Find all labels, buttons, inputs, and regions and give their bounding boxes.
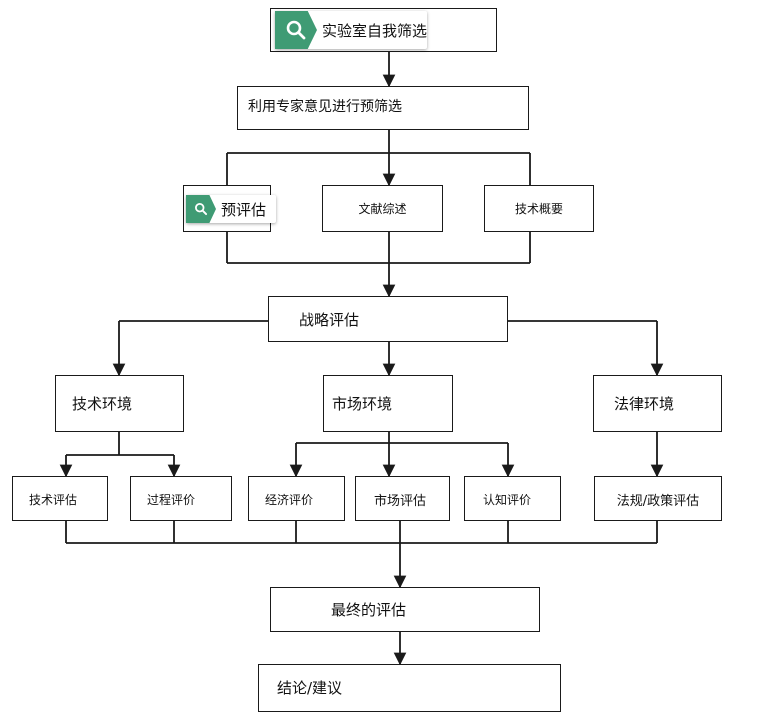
node-label: 过程评价 [147,493,196,507]
node-label: 利用专家意见进行预筛选 [248,99,402,115]
node-market-environment: 市场环境 [323,375,453,432]
node-lab-self-screening-badge: 实验室自我筛选 [275,11,427,49]
node-label: 预评估 [221,200,267,219]
node-label: 结论/建议 [277,679,343,697]
node-tech-environment: 技术环境 [55,375,184,432]
node-tech-summary: 技术概要 [484,185,594,232]
node-final-evaluation: 最终的评估 [270,587,540,632]
node-economic-evaluation: 经济评价 [248,476,345,521]
node-market-evaluation: 市场评估 [355,476,450,521]
node-pre-evaluation-badge: 预评估 [186,195,276,223]
node-legal-environment: 法律环境 [593,375,722,432]
node-label: 认知评价 [483,493,532,507]
node-tech-evaluation: 技术评估 [12,476,108,521]
node-expert-prescreen: 利用专家意见进行预筛选 [237,86,529,130]
search-icon [275,11,317,49]
node-label: 战略评估 [299,311,360,329]
node-label: 市场环境 [332,395,393,413]
node-label: 法规/政策评估 [616,494,700,509]
node-label: 技术概要 [514,202,563,216]
node-label: 市场评估 [374,494,427,509]
node-cognitive-evaluation: 认知评价 [464,476,561,521]
search-icon [186,195,216,223]
node-literature-review: 文献综述 [322,185,443,232]
node-label: 技术环境 [72,395,133,413]
node-label: 法律环境 [614,395,675,413]
node-label: 经济评价 [265,493,314,507]
node-label: 最终的评估 [331,601,407,619]
node-label: 实验室自我筛选 [321,21,427,40]
node-legal-policy-evaluation: 法规/政策评估 [594,476,722,521]
node-process-evaluation: 过程评价 [130,476,232,521]
node-label: 技术评估 [29,493,78,507]
node-label: 文献综述 [358,202,407,216]
node-strategy-evaluation: 战略评估 [268,296,508,342]
node-conclusion: 结论/建议 [258,664,561,712]
